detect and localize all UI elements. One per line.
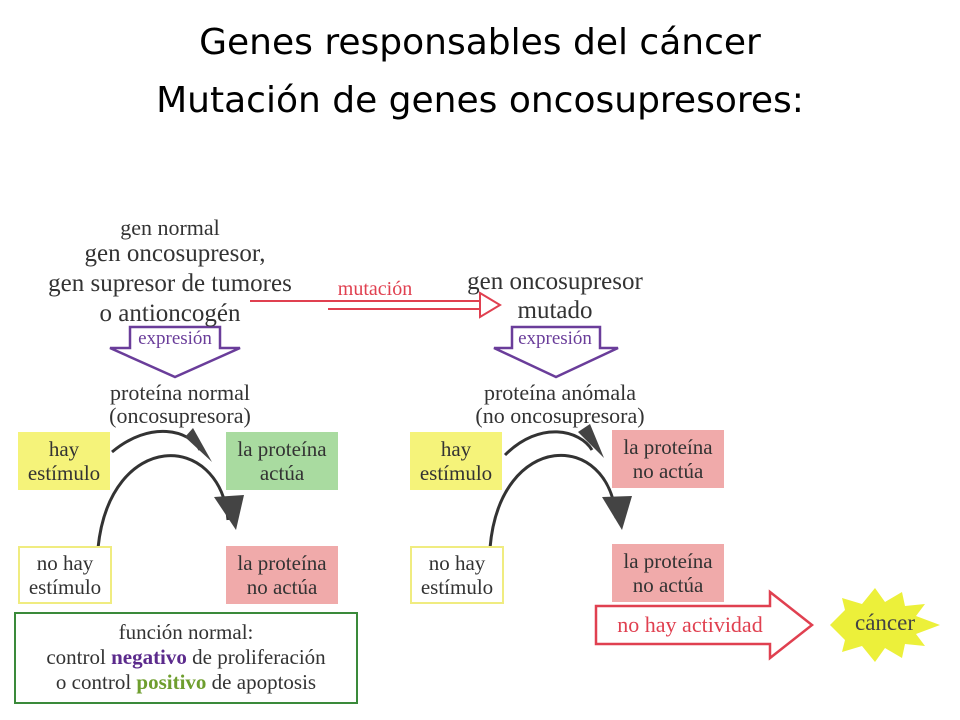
left-no-hay: no hay: [36, 551, 94, 575]
left-oncosupresora: (oncosupresora): [109, 403, 251, 428]
left-expresion-label: expresión: [138, 328, 212, 349]
right-protein-not-acts-2: la proteína no actúa: [612, 544, 724, 602]
right-estimulo: estímulo: [419, 461, 493, 485]
left-estimulo: estímulo: [27, 461, 101, 485]
left-no-hay-estimulo: no hay estímulo: [18, 546, 112, 604]
right-la-proteina-1: la proteína: [623, 435, 713, 459]
no-hay-actividad-label: no hay actividad: [617, 612, 763, 637]
function-line-2c: de proliferación: [186, 645, 326, 669]
right-curve-arrow-1: [503, 430, 594, 457]
function-line-3: o control positivo de apoptosis: [16, 670, 356, 695]
left-la-proteina-2: la proteína: [237, 551, 327, 575]
left-expression-arrow: [109, 325, 241, 379]
left-antioncogen: o antioncogén: [99, 300, 241, 327]
left-hay-estimulo: hay estímulo: [18, 432, 110, 490]
right-hay: hay: [440, 437, 472, 461]
left-actua: actúa: [259, 461, 305, 485]
cancer-burst: [830, 588, 940, 662]
left-curve-arrow-1: [111, 429, 202, 454]
function-line-2a: control: [46, 645, 112, 669]
function-line-2: control negativo de proliferación: [16, 645, 356, 670]
function-line-1: función normal:: [118, 620, 254, 644]
left-gen-normal: gen normal: [120, 215, 220, 240]
right-no-hay: no hay: [428, 551, 486, 575]
left-protein-not-acts: la proteína no actúa: [226, 546, 338, 604]
right-mutado: mutado: [517, 297, 593, 324]
function-line-3a: o control: [55, 670, 137, 694]
right-expresion-label: expresión: [518, 328, 592, 349]
left-protein-acts: la proteína actúa: [226, 432, 338, 490]
left-hay: hay: [48, 437, 80, 461]
normal-function-box: función normal: control negativo de prol…: [14, 612, 358, 704]
positivo-label: positivo: [136, 670, 207, 694]
right-la-proteina-2: la proteína: [623, 549, 713, 573]
function-line-3c: de apoptosis: [206, 670, 317, 694]
right-no-oncosupresora: (no oncosupresora): [475, 403, 645, 428]
left-estimulo-2: estímulo: [28, 575, 102, 599]
right-estimulo-2: estímulo: [420, 575, 494, 599]
left-no-actua: no actúa: [246, 575, 318, 599]
right-no-hay-estimulo: no hay estímulo: [410, 546, 504, 604]
right-hay-estimulo: hay estímulo: [410, 432, 502, 490]
right-proteina-anomala: proteína anómala: [483, 380, 637, 405]
cancer-label: cáncer: [855, 610, 915, 635]
right-protein-not-acts-1: la proteína no actúa: [612, 430, 724, 488]
negativo-label: negativo: [111, 645, 187, 669]
left-curve-arrow-2: [96, 454, 230, 549]
no-activity-arrow: [594, 589, 815, 661]
mutation-arrow: [250, 291, 502, 319]
left-proteina-normal: proteína normal: [110, 380, 250, 405]
left-gen-oncosupresor: gen oncosupresor,: [84, 240, 266, 267]
right-no-actua-2: no actúa: [632, 573, 704, 597]
title-line-1: Genes responsables del cáncer: [199, 22, 761, 63]
left-la-proteina-1: la proteína: [237, 437, 327, 461]
left-gen-supresor: gen supresor de tumores: [48, 270, 292, 297]
title-line-2: Mutación de genes oncosupresores:: [156, 80, 804, 121]
right-no-actua-1: no actúa: [632, 459, 704, 483]
mutacion-label: mutación: [337, 278, 413, 300]
right-expression-arrow: [493, 325, 619, 379]
right-curve-arrow-2: [488, 453, 618, 549]
right-gen-oncosupresor: gen oncosupresor: [467, 268, 643, 295]
